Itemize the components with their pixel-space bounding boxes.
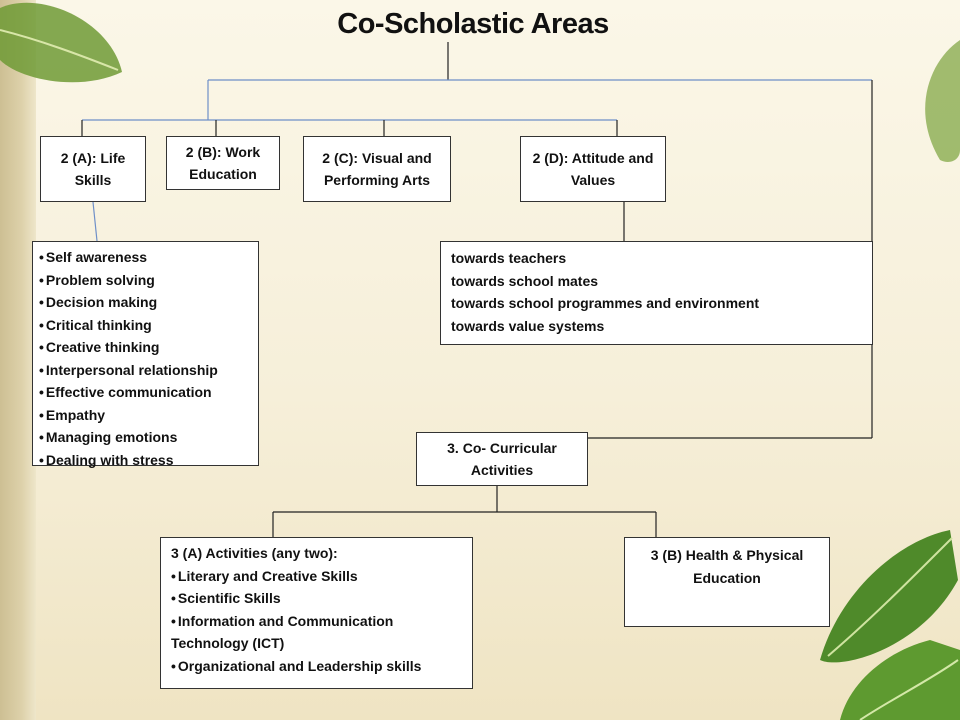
parchment-band (0, 0, 36, 720)
list-item: Self awareness (39, 246, 252, 269)
activities-box: 3 (A) Activities (any two): Literary and… (160, 537, 473, 689)
list-item: Literary and Creative Skills (171, 565, 462, 588)
list-item: Information and Communication Technology… (171, 610, 462, 655)
box-work-education: 2 (B): Work Education (166, 136, 280, 190)
attitude-item: towards school mates (451, 272, 599, 289)
list-item: Interpersonal relationship (39, 359, 252, 382)
activities-heading: 3 (A) Activities (any two): (171, 545, 338, 561)
leaf-top-right-icon (925, 40, 960, 162)
attitude-item: towards teachers (451, 250, 567, 266)
box-co-curricular: 3. Co- Curricular Activities (416, 432, 588, 486)
list-item: Critical thinking (39, 314, 252, 337)
list-item: Creative thinking (39, 336, 252, 359)
list-item: Problem solving (39, 269, 252, 292)
attitude-item: towards school programmes and environmen… (451, 295, 760, 311)
attitude-item: towards value systems (451, 317, 605, 334)
list-item: Decision making (39, 291, 252, 314)
leaf-top-left-icon (0, 2, 122, 83)
list-item: Managing emotions (39, 426, 252, 449)
box-life-skills: 2 (A): Life Skills (40, 136, 146, 202)
list-item: Empathy (39, 404, 252, 427)
list-item: Organizational and Leadership skills (171, 655, 462, 678)
list-item: Effective communication (39, 381, 252, 404)
list-item: Scientific Skills (171, 587, 462, 610)
leaf-bottom-right-icon (820, 530, 960, 720)
activities-list: Literary and Creative Skills Scientific … (171, 565, 462, 678)
box-visual-performing-arts-label: 2 (C): Visual and Performing Arts (322, 149, 432, 189)
box-work-education-label: 2 (B): Work Education (185, 143, 261, 183)
box-attitude-values-label: 2 (D): Attitude and Values (532, 149, 654, 189)
life-skills-list: Self awareness Problem solving Decision … (39, 246, 252, 471)
list-item: Dealing with stress (39, 449, 252, 472)
attitude-list-box: towards teachers towards school mates to… (440, 241, 873, 345)
box-co-curricular-label: 3. Co- Curricular Activities (447, 439, 557, 479)
diagram-title: Co-Scholastic Areas (337, 8, 609, 40)
box-visual-performing-arts: 2 (C): Visual and Performing Arts (303, 136, 451, 202)
box-health-physical: 3 (B) Health & Physical Education (624, 537, 830, 627)
box-attitude-values: 2 (D): Attitude and Values (520, 136, 666, 202)
box-health-physical-label: 3 (B) Health & Physical Education (650, 547, 804, 586)
life-skills-list-box: Self awareness Problem solving Decision … (32, 241, 259, 468)
box-life-skills-label: 2 (A): Life Skills (60, 149, 126, 189)
